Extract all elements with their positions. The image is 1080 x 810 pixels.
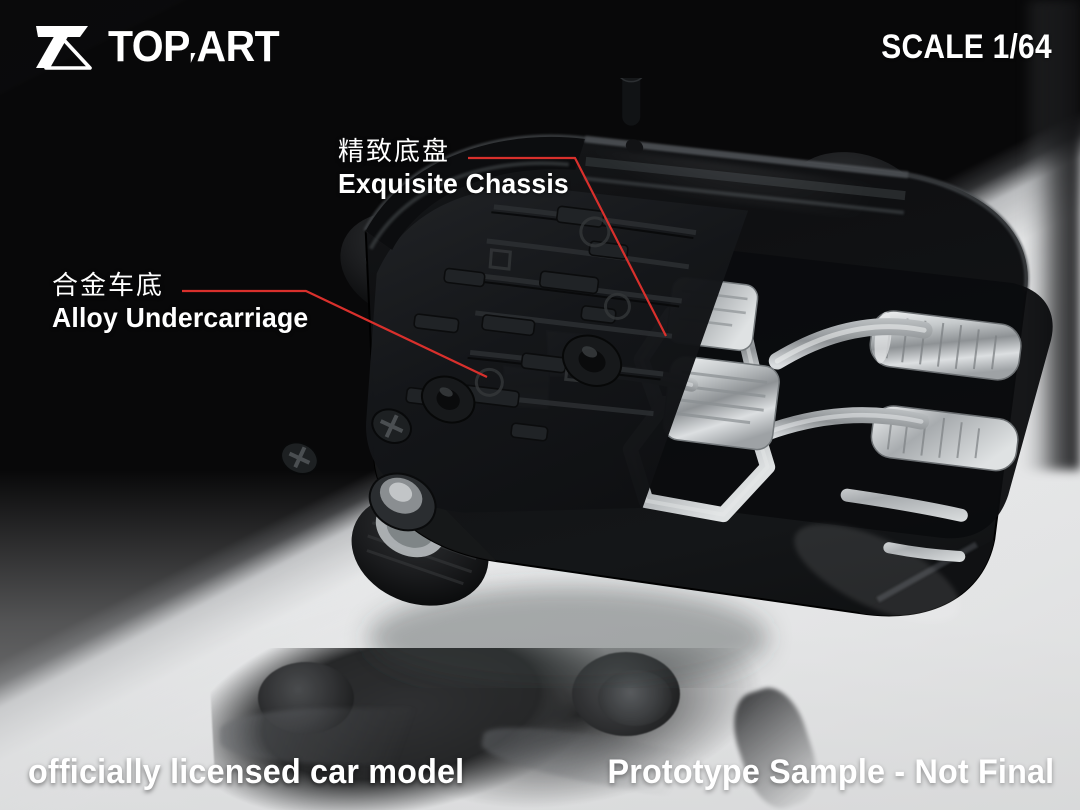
callout-alloy-undercarriage: 合金车底 Alloy Undercarriage [52,271,322,333]
wordmark-art: ART [196,22,280,71]
callout-undercarriage-en: Alloy Undercarriage [52,301,309,333]
callout-undercarriage-cn: 合金车底 [52,271,165,301]
scale-label: SCALE 1/64 [881,28,1052,66]
reflection-wheel-hub [598,670,672,726]
callout-chassis-en: Exquisite Chassis [338,167,569,199]
reflection-wheel [258,662,354,734]
callout-chassis-cn: 精致底盘 [338,137,451,167]
reflection-highlight [220,708,520,764]
wordmark-top: TOP [108,22,190,71]
background-right-dark-band [1022,0,1080,470]
callout-exquisite-chassis: 精致底盘 Exquisite Chassis [338,137,581,199]
footer-licensed-text: officially licensed car model [28,753,465,791]
footer-prototype-text: Prototype Sample - Not Final [607,753,1054,791]
wordmark-wedge-icon [190,53,196,63]
topart-monogram-icon [36,26,92,70]
